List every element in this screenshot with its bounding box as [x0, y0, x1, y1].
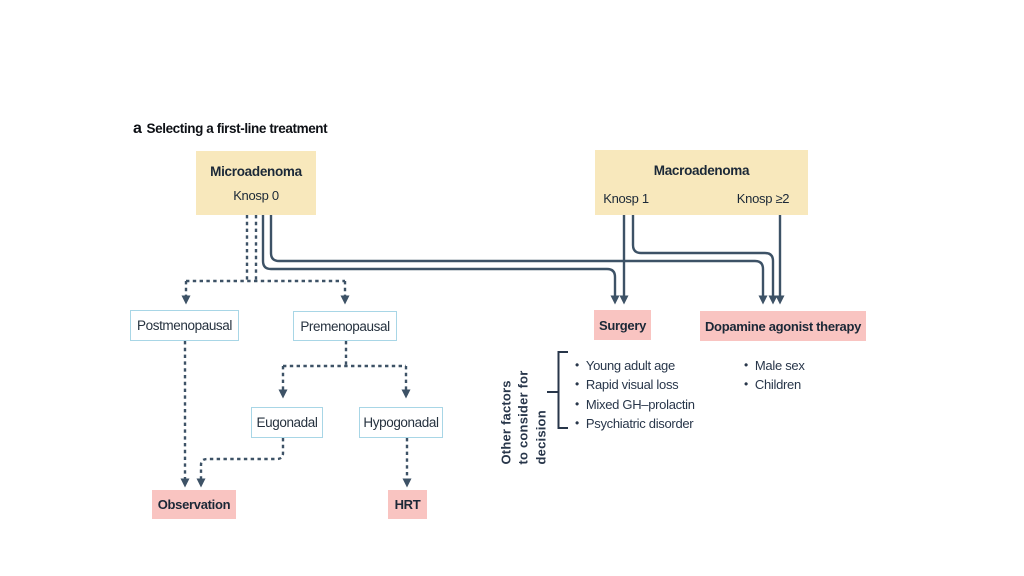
- list-item: • Male sex: [744, 356, 805, 375]
- dopamine-factors-list: • Male sex • Children: [744, 356, 805, 395]
- bullet-icon: •: [575, 377, 579, 392]
- connector-microadenoma-to-dopamine: [269, 215, 768, 305]
- factor-label: Children: [754, 377, 801, 393]
- list-item: • Rapid visual loss: [575, 375, 695, 394]
- panel-letter: a: [133, 120, 142, 137]
- bullet-icon: •: [575, 358, 579, 372]
- bullet-icon: •: [575, 416, 579, 431]
- node-microadenoma-sublabel: Knosp 0: [233, 187, 279, 203]
- node-postmenopausal: Postmenopausal: [130, 310, 239, 341]
- node-observation: Observation: [152, 490, 236, 519]
- bullet-icon: •: [744, 377, 748, 392]
- surgery-factors-list: • Young adult age • Rapid visual loss • …: [575, 356, 695, 434]
- node-hypogonadal-label: Hypogonadal: [363, 415, 439, 430]
- page-title-text: Selecting a first-line treatment: [146, 121, 328, 136]
- side-note-rotated-label: Other factors to consider for decision: [498, 330, 550, 465]
- connector-eugonadal-to-observation: [196, 438, 285, 488]
- node-macroadenoma-knosp1: Knosp 1: [603, 191, 649, 206]
- node-macroadenoma-knosp2: Knosp ≥2: [736, 191, 790, 206]
- bullet-icon: •: [744, 358, 748, 372]
- node-eugonadal-label: Eugonadal: [256, 415, 318, 430]
- node-hrt: HRT: [388, 490, 427, 519]
- node-premenopausal-label: Premenopausal: [300, 318, 390, 334]
- node-hypogonadal: Hypogonadal: [359, 407, 443, 438]
- node-surgery: Surgery: [594, 310, 651, 340]
- factor-label: Psychiatric disorder: [585, 416, 694, 432]
- side-note-line: Other factors: [498, 380, 514, 465]
- node-premenopausal: Premenopausal: [293, 311, 397, 341]
- node-eugonadal: Eugonadal: [251, 407, 323, 438]
- list-item: • Children: [744, 375, 805, 394]
- factor-label: Mixed GH–prolactin: [585, 396, 695, 412]
- node-observation-label: Observation: [157, 497, 231, 512]
- factor-label: Rapid visual loss: [585, 377, 679, 393]
- node-macroadenoma: Macroadenoma Knosp 1 Knosp ≥2: [595, 150, 808, 215]
- node-dopamine-agonist-therapy: Dopamine agonist therapy: [700, 311, 866, 341]
- node-postmenopausal-label: Postmenopausal: [137, 318, 232, 333]
- factor-label: Male sex: [754, 358, 805, 373]
- node-hrt-label: HRT: [394, 497, 421, 512]
- bracket-icon: [557, 351, 568, 429]
- factor-label: Young adult age: [585, 358, 675, 373]
- side-note-line: decision: [533, 410, 549, 465]
- list-item: • Psychiatric disorder: [575, 414, 695, 433]
- node-macroadenoma-label: Macroadenoma: [653, 163, 750, 178]
- bullet-icon: •: [575, 396, 579, 411]
- node-microadenoma-label: Microadenoma: [210, 163, 302, 179]
- node-dopamine-agonist-therapy-label: Dopamine agonist therapy: [704, 318, 862, 334]
- connector-knosp1-to-dopamine: [631, 215, 778, 305]
- node-surgery-label: Surgery: [598, 317, 647, 333]
- list-item: • Mixed GH–prolactin: [575, 395, 695, 414]
- node-microadenoma: Microadenoma Knosp 0: [196, 151, 316, 215]
- page-title: a Selecting a first-line treatment: [133, 120, 328, 138]
- connector-microadenoma-to-surgery: [261, 215, 620, 305]
- list-item: • Young adult age: [575, 356, 695, 375]
- side-note-line: to consider for: [515, 370, 531, 465]
